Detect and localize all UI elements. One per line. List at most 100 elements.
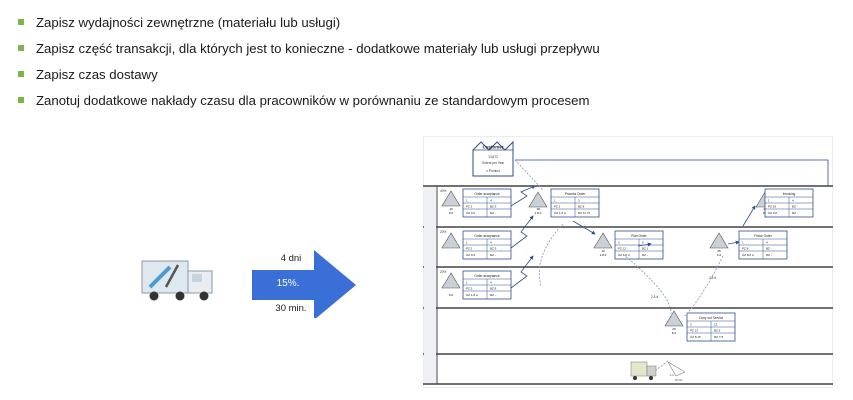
value-stream-map: Customer 13,872 Orders per Year x Produc…: [423, 136, 833, 388]
customer-box: Customer 13,872 Orders per Year x Produc…: [472, 140, 514, 177]
svg-text:13: 13: [714, 323, 718, 327]
customer-title: Customer: [482, 145, 503, 150]
svg-text:BZ 1: BZ 1: [642, 247, 649, 251]
bullet-square-icon: [18, 19, 24, 25]
svg-text:1: 1: [466, 199, 468, 203]
inventory-triangle: 10 1.8 d: [593, 232, 613, 257]
svg-text:8 d: 8 d: [672, 331, 677, 335]
svg-text:PZ 12: PZ 12: [690, 329, 698, 333]
inventory-triangle: 18 1.8 d: [528, 191, 548, 215]
svg-text:4: 4: [792, 199, 794, 203]
svg-text:4: 4: [490, 281, 492, 285]
svg-text:PZ 1: PZ 1: [554, 205, 561, 209]
svg-text:RZ 11.76: RZ 11.76: [578, 211, 590, 215]
svg-text:1: 1: [554, 199, 556, 203]
svg-text:3: 3: [578, 199, 580, 203]
process-box: Order acceptance 1 4 PZ 2 BZ 9 ÜZ 9.6 RZ -: [462, 230, 512, 260]
inventory-triangle: 9.6: [441, 272, 461, 297]
svg-text:1.8 d: 1.8 d: [535, 211, 542, 215]
svg-text:PZ 2: PZ 2: [466, 205, 473, 209]
svg-text:Order acceptance: Order acceptance: [474, 274, 500, 278]
svg-text:ÜZ 9.6: ÜZ 9.6: [466, 253, 475, 257]
customer-line2: Orders per Year: [482, 161, 505, 165]
svg-text:9.6: 9.6: [449, 293, 454, 297]
svg-text:ÜZ 9.6: ÜZ 9.6: [466, 211, 475, 215]
inventory-triangle: 20 8 d: [664, 310, 684, 335]
svg-text:BZ 9: BZ 9: [490, 205, 497, 209]
svg-text:BZ -: BZ -: [792, 205, 798, 209]
svg-text:BZ 9: BZ 9: [490, 247, 497, 251]
svg-text:RZ -: RZ -: [792, 211, 798, 215]
flow-label: 2.5 d: [651, 295, 658, 299]
flow-label: 2.5 d: [709, 276, 716, 280]
svg-text:3: 3: [618, 241, 620, 245]
svg-text:RZ -: RZ -: [490, 211, 496, 215]
svg-text:BZ 8: BZ 8: [490, 287, 497, 291]
svg-text:18: 18: [536, 207, 540, 211]
svg-text:3: 3: [690, 323, 692, 327]
svg-text:4: 4: [490, 241, 492, 245]
svg-text:RZ 7.8: RZ 7.8: [714, 335, 723, 339]
arrow-center-label: 15%.: [276, 278, 300, 289]
bullet-square-icon: [18, 45, 24, 51]
svg-text:6: 6: [642, 241, 644, 245]
right-arrow-icon: [252, 250, 356, 318]
bullet-square-icon: [18, 71, 24, 77]
svg-text:9.6: 9.6: [449, 211, 454, 215]
svg-text:1: 1: [768, 199, 770, 203]
bullet-item: Zapisz część transakcji, dla których jes…: [18, 35, 838, 61]
svg-text:PZ 12: PZ 12: [618, 247, 626, 251]
svg-text:ÜZ 0.8: ÜZ 0.8: [768, 211, 777, 215]
svg-text:RZ -: RZ -: [642, 253, 648, 257]
svg-text:RZ -: RZ -: [490, 253, 496, 257]
svg-text:1: 1: [742, 241, 744, 245]
truck-icon: [141, 260, 213, 301]
svg-text:BZ -: BZ -: [766, 247, 772, 251]
svg-text:Plan Order: Plan Order: [631, 234, 647, 238]
svg-text:1: 1: [466, 281, 468, 285]
delivery-truck-icon: [630, 361, 657, 380]
percent-label: 20%: [440, 230, 447, 234]
svg-text:4 d: 4 d: [717, 253, 722, 257]
svg-text:4: 4: [490, 199, 492, 203]
flow-arrows: [510, 185, 756, 289]
svg-text:RZ -: RZ -: [766, 253, 772, 257]
swimlane-grid: [423, 185, 833, 385]
svg-text:Order acceptance: Order acceptance: [474, 234, 500, 238]
bullet-item: Zapisz wydajności zewnętrzne (materiału …: [18, 9, 838, 35]
bullet-item: Zanotuj dodatkowe nakłady czasu dla prac…: [18, 87, 838, 113]
process-box: Order acceptance 1 4 PZ 2 BZ 8 ÜZ 1.8 d RZ -: [462, 270, 512, 300]
svg-text:10: 10: [601, 249, 605, 253]
svg-text:ÜZ 8.15: ÜZ 8.15: [690, 335, 701, 339]
svg-text:Finish Order: Finish Order: [754, 234, 772, 238]
svg-text:4: 4: [766, 241, 768, 245]
small-arrow-icon: 4 d 30 min: [667, 361, 686, 382]
svg-text:ÜZ 1.8 d: ÜZ 1.8 d: [466, 293, 478, 297]
svg-text:1.8 d: 1.8 d: [600, 253, 607, 257]
svg-text:PZ 2: PZ 2: [466, 247, 473, 251]
arrow-bottom-label: 30 min.: [275, 303, 307, 314]
svg-text:ÜZ 8.8 d: ÜZ 8.8 d: [742, 253, 754, 257]
svg-text:RZ -: RZ -: [490, 293, 496, 297]
percent-label: 20%: [440, 270, 447, 274]
svg-text:PZ 2: PZ 2: [466, 287, 473, 291]
svg-text:25: 25: [717, 249, 721, 253]
bullet-square-icon: [18, 97, 24, 103]
svg-text:20: 20: [672, 327, 676, 331]
bullet-item: Zapisz czas dostawy: [18, 61, 838, 87]
percent-label: 40%: [440, 189, 447, 193]
svg-text:Process Order: Process Order: [565, 192, 586, 196]
customer-line1: 13,872: [488, 155, 498, 159]
svg-text:PZ 19: PZ 19: [768, 205, 776, 209]
inventory-triangle: [441, 232, 461, 249]
customer-line3: x Product: [486, 169, 500, 173]
svg-text:Order acceptance: Order acceptance: [474, 192, 500, 196]
svg-text:1: 1: [466, 241, 468, 245]
inventory-triangle: 10 9.6: [441, 190, 461, 215]
svg-text:30 min: 30 min: [675, 379, 683, 382]
process-box: Order acceptance 1 4 PZ 2 BZ 9 ÜZ 9.6 RZ -: [462, 188, 512, 218]
